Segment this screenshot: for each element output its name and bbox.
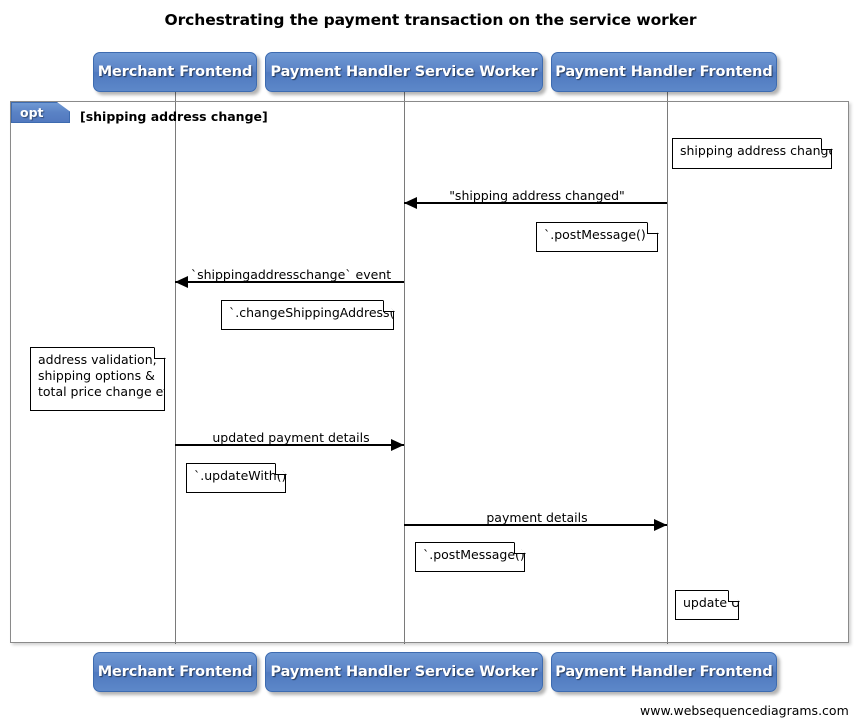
actor-foot-payment-handler-frontend[interactable]: Payment Handler Frontend: [551, 652, 777, 692]
actor-head-merchant-frontend-label: Merchant Frontend: [97, 64, 253, 80]
actor-foot-payment-handler-service-worker[interactable]: Payment Handler Service Worker: [265, 652, 543, 692]
page-title: Orchestrating the payment transaction on…: [164, 11, 697, 29]
message-arrowhead-updated-payment-details: [391, 439, 404, 451]
message-arrowhead-shippingaddresschange-event: [175, 276, 188, 288]
lifeline-payment-handler-frontend: [667, 91, 668, 644]
message-line-shippingaddresschange-event: [175, 281, 404, 283]
actor-foot-merchant-frontend[interactable]: Merchant Frontend: [93, 652, 257, 692]
note-update-with: `.updateWith()`: [186, 463, 286, 493]
fragment-opt-tab: opt: [11, 102, 70, 123]
actor-foot-payment-handler-service-worker-label: Payment Handler Service Worker: [270, 664, 538, 680]
fragment-opt-frame: [10, 101, 849, 643]
actor-foot-payment-handler-frontend-label: Payment Handler Frontend: [555, 664, 773, 680]
actor-head-payment-handler-service-worker-label: Payment Handler Service Worker: [270, 64, 538, 80]
message-arrowhead-shipping-address-changed: [404, 197, 417, 209]
actor-head-merchant-frontend[interactable]: Merchant Frontend: [93, 52, 257, 92]
actor-head-payment-handler-frontend[interactable]: Payment Handler Frontend: [551, 52, 777, 92]
footer-credit: www.websequencediagrams.com: [640, 703, 849, 718]
fragment-opt-label: opt: [20, 105, 44, 120]
actor-head-payment-handler-frontend-label: Payment Handler Frontend: [555, 64, 773, 80]
message-label-shipping-address-changed: "shipping address changed": [449, 188, 625, 203]
note-address-validation: address validation, shipping options & t…: [30, 347, 165, 411]
message-line-updated-payment-details: [175, 444, 404, 446]
lifeline-payment-handler-service-worker: [404, 91, 405, 644]
message-label-payment-details: payment details: [486, 510, 588, 525]
message-arrowhead-payment-details: [654, 519, 667, 531]
note-change-shipping-address: `.changeShippingAddress()`: [221, 300, 394, 330]
message-label-shippingaddresschange-event: `shippingaddresschange` event: [190, 267, 392, 282]
note-post-message-2: `.postMessage()`: [415, 542, 525, 572]
message-line-shipping-address-changed: [404, 202, 667, 204]
message-label-updated-payment-details: updated payment details: [212, 430, 370, 445]
note-shipping-address-changed: shipping address changed: [672, 138, 832, 169]
fragment-opt-condition: [shipping address change]: [80, 109, 268, 124]
note-post-message-1: `.postMessage()`: [536, 222, 658, 252]
lifeline-merchant-frontend: [175, 91, 176, 644]
message-line-payment-details: [404, 524, 667, 526]
actor-foot-merchant-frontend-label: Merchant Frontend: [97, 664, 253, 680]
actor-head-payment-handler-service-worker[interactable]: Payment Handler Service Worker: [265, 52, 543, 92]
